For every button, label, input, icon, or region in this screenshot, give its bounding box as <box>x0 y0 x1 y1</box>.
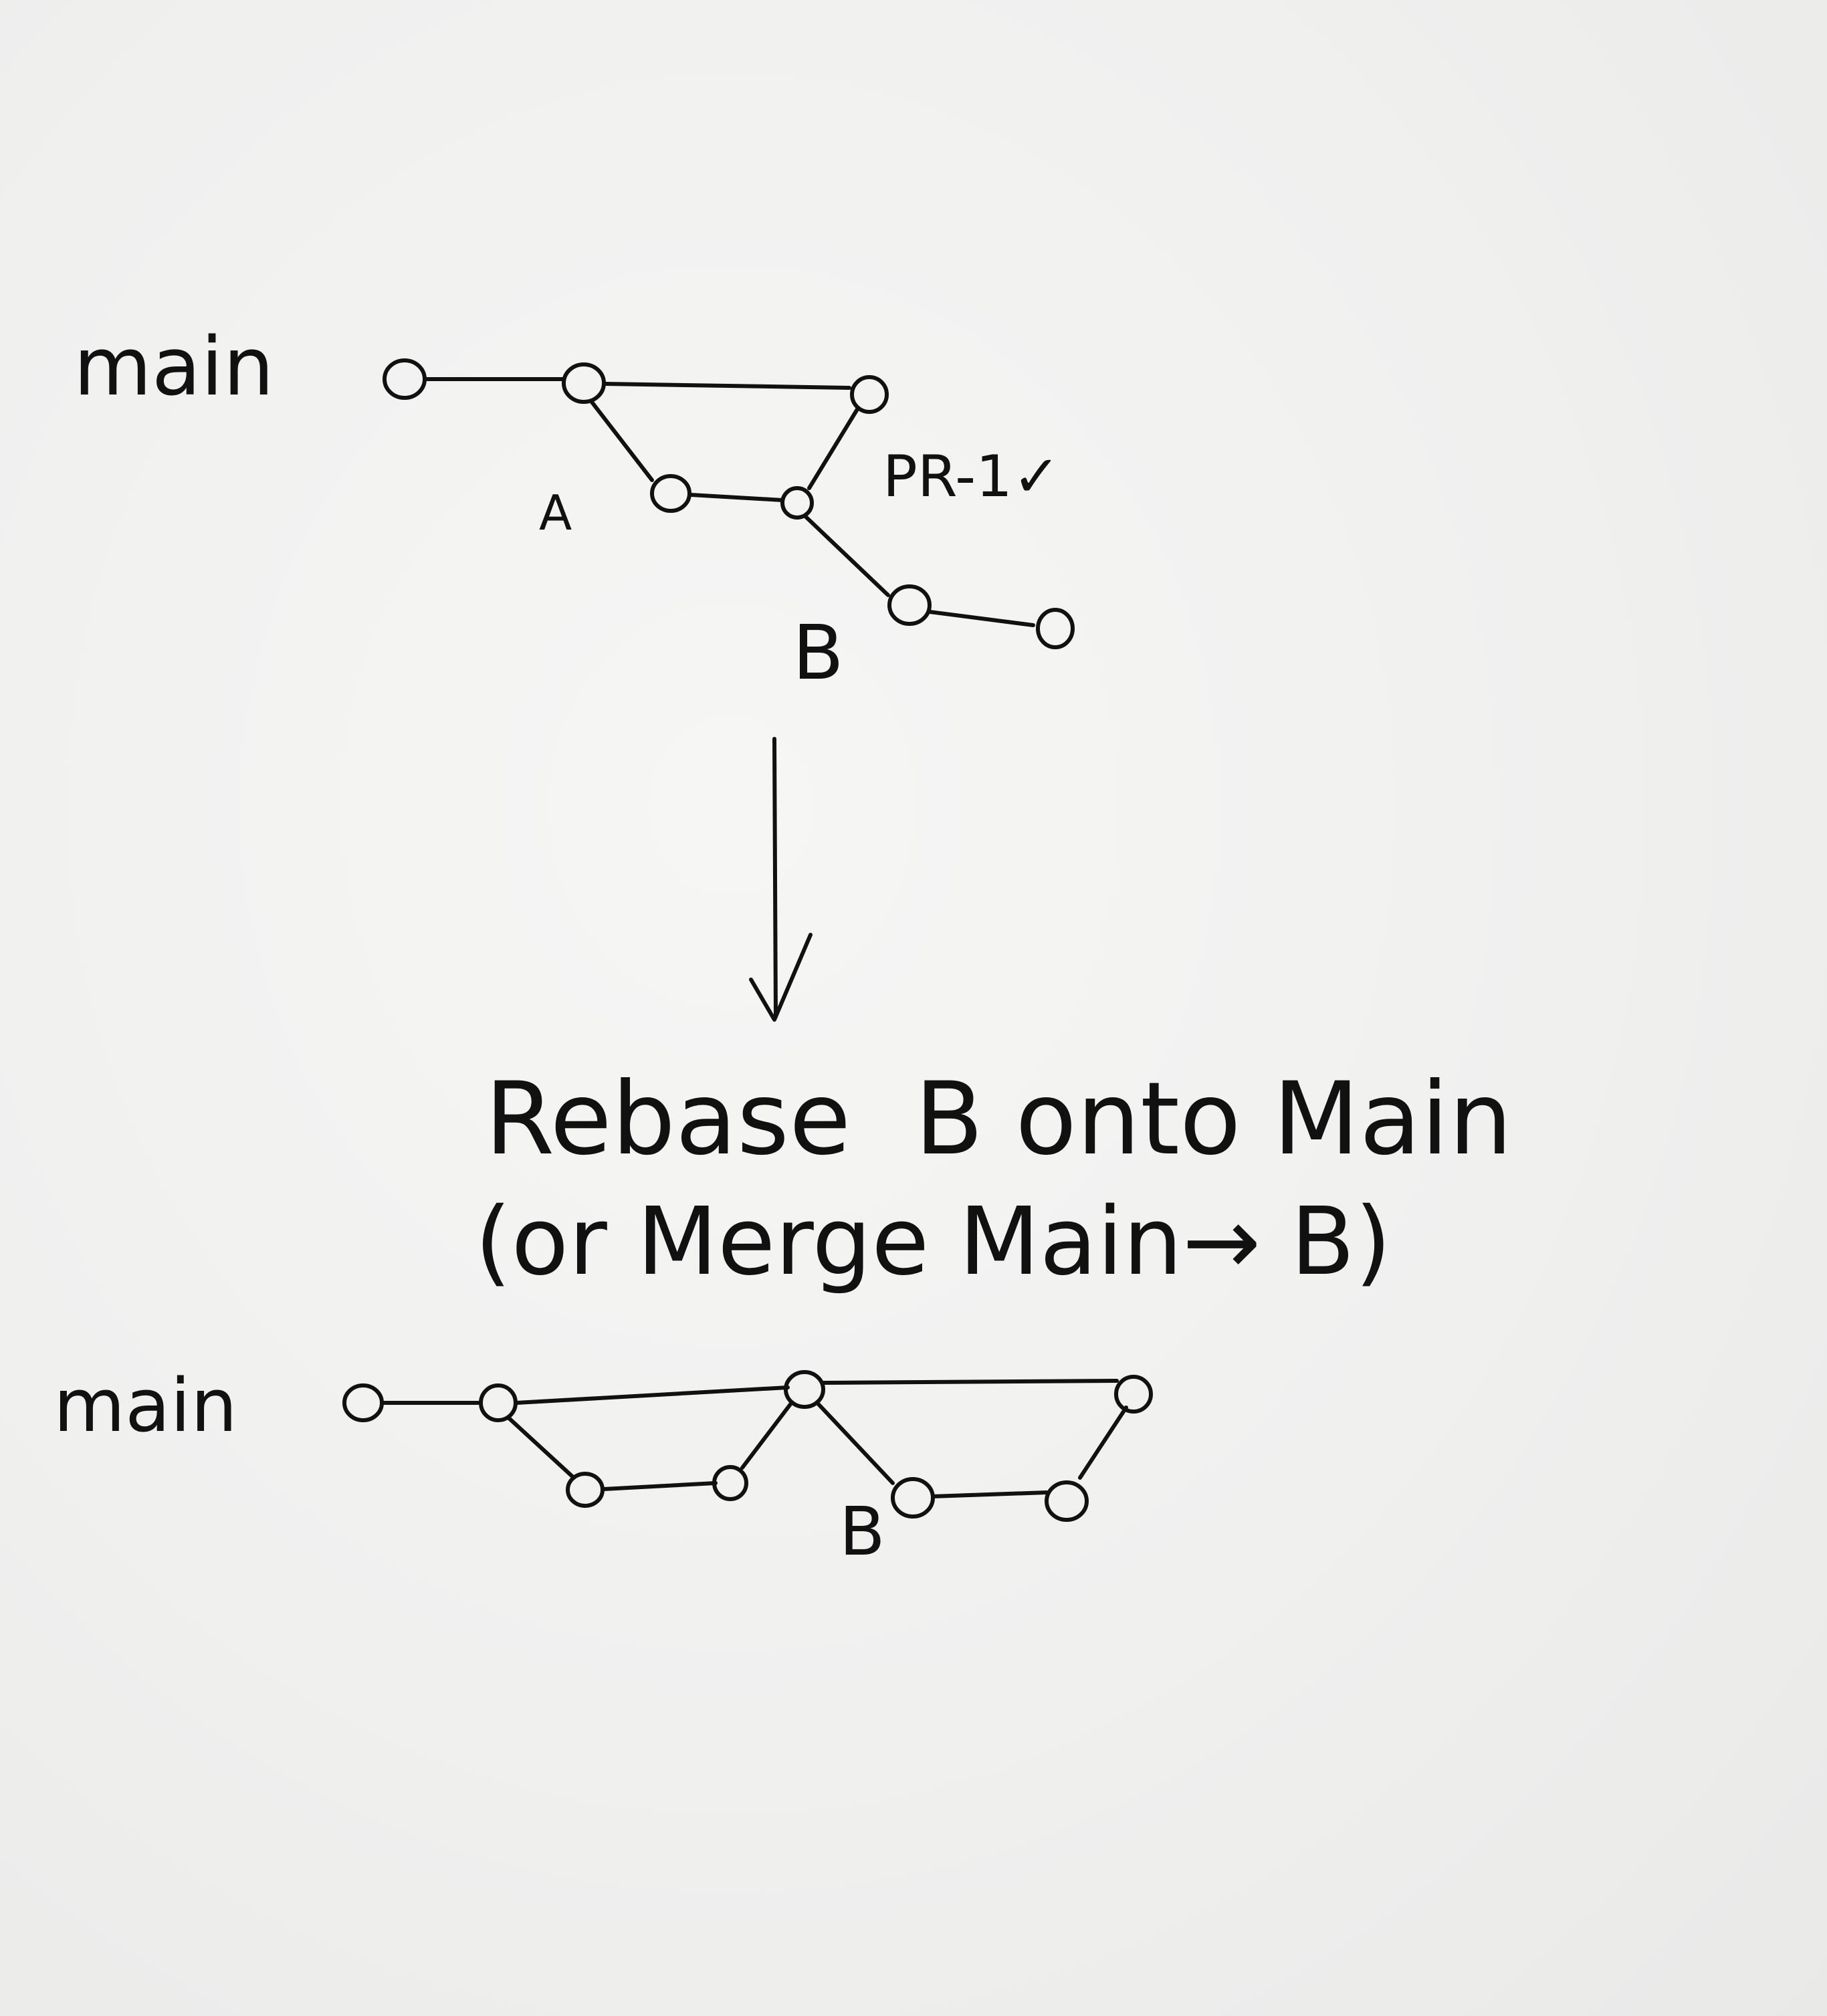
bottom-main-label: main <box>53 1363 237 1448</box>
bottom-branch-a-edge-down <box>506 1416 576 1480</box>
bottom-commit-b2 <box>1045 1480 1089 1522</box>
bottom-branch-b-edge <box>931 1490 1049 1498</box>
down-arrow <box>749 737 813 1022</box>
top-commit-b2 <box>1036 608 1075 649</box>
bottom-commit-2 <box>479 1383 518 1422</box>
bottom-branch-b-edge-down <box>815 1401 895 1485</box>
top-commit-a1 <box>650 474 691 513</box>
bottom-diagram: main B <box>53 1363 1153 1571</box>
bottom-main-edge-3 <box>822 1379 1119 1385</box>
bottom-branch-a-edge <box>602 1481 718 1491</box>
top-main-edge-2 <box>603 382 851 390</box>
top-pr-label: PR-1✓ <box>883 443 1061 510</box>
transition-line-2: (or Merge Main→ B) <box>475 1188 1392 1297</box>
bottom-pr-merge-edge <box>740 1402 792 1470</box>
top-label-a: A <box>539 485 572 541</box>
bottom-commit-3 <box>784 1370 825 1409</box>
bottom-commit-4 <box>1114 1375 1153 1414</box>
top-pr-merge-edge <box>807 407 859 490</box>
arrow-shaft <box>772 737 778 1018</box>
bottom-branch-b-merge-edge <box>1078 1406 1128 1480</box>
top-commit-a2 <box>780 486 814 520</box>
top-commit-2 <box>562 362 606 404</box>
bottom-label-b: B <box>839 1492 885 1571</box>
bottom-main-edge-2 <box>514 1385 790 1405</box>
top-branch-a-edge <box>689 493 784 502</box>
bottom-commit-a2 <box>712 1465 748 1501</box>
bottom-commit-1 <box>342 1383 384 1422</box>
top-commit-1 <box>383 358 427 400</box>
top-branch-b-edge <box>928 610 1035 627</box>
top-commit-3 <box>850 375 889 414</box>
top-main-label: main <box>74 321 274 414</box>
bottom-commit-a1 <box>566 1472 605 1508</box>
transition-line-1: Rebase B onto Main <box>485 1061 1512 1178</box>
top-branch-a-edge-down <box>589 399 654 482</box>
top-branch-b-edge-down <box>803 514 890 597</box>
transition-caption: Rebase B onto Main (or Merge Main→ B) <box>475 1061 1512 1297</box>
arrow-head <box>749 933 813 1022</box>
bottom-commit-b1 <box>891 1477 935 1519</box>
top-commit-b1 <box>887 584 932 626</box>
top-diagram: main A PR-1✓ B <box>74 321 1075 697</box>
top-label-b: B <box>792 610 844 697</box>
